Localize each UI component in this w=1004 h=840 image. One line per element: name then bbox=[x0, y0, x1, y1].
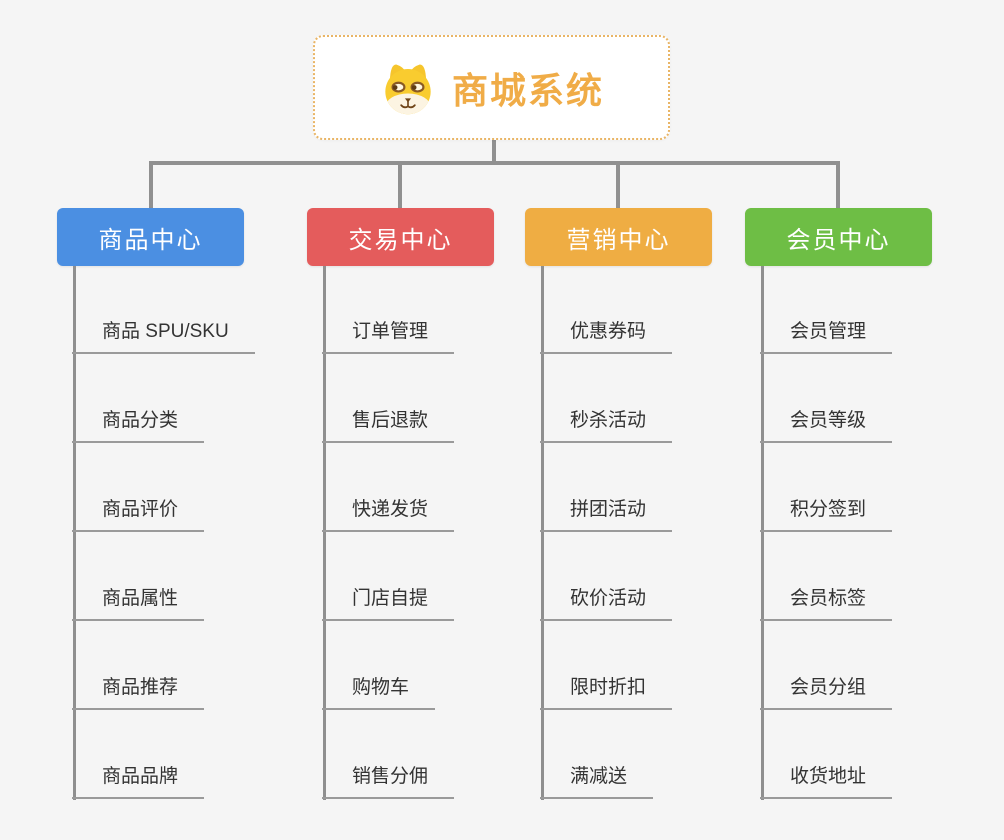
branch-marketing-center: 营销中心 优惠券码 秒杀活动 拼团活动 砍价活动 限时折扣 满减送 bbox=[525, 208, 785, 808]
branch-node-member-center[interactable]: 会员中心 bbox=[745, 208, 932, 266]
doge-face-icon bbox=[385, 63, 431, 114]
branch-spine-line bbox=[72, 266, 76, 800]
branch-node-marketing-center[interactable]: 营销中心 bbox=[525, 208, 712, 266]
branch-spine-line bbox=[760, 266, 764, 800]
sub-topic[interactable]: 会员分组 bbox=[760, 674, 893, 710]
branch-product-center: 商品中心 商品 SPU/SKU 商品分类 商品评价 商品属性 商品推荐 商品品牌 bbox=[57, 208, 317, 808]
sub-topic[interactable]: 售后退款 bbox=[322, 407, 455, 443]
branch-rail-line bbox=[149, 161, 840, 208]
sub-topic[interactable]: 优惠券码 bbox=[540, 318, 673, 354]
sub-topic[interactable]: 订单管理 bbox=[322, 318, 455, 354]
sub-topic[interactable]: 限时折扣 bbox=[540, 674, 673, 710]
sub-topic[interactable]: 商品分类 bbox=[72, 407, 205, 443]
sub-topic[interactable]: 商品评价 bbox=[72, 496, 205, 532]
sub-topic[interactable]: 门店自提 bbox=[322, 585, 455, 621]
root-node[interactable]: 商城系统 bbox=[313, 35, 670, 140]
sub-topic[interactable]: 商品属性 bbox=[72, 585, 205, 621]
sub-topic[interactable]: 会员等级 bbox=[760, 407, 893, 443]
sub-topic[interactable]: 商品品牌 bbox=[72, 763, 205, 799]
sub-topic[interactable]: 积分签到 bbox=[760, 496, 893, 532]
sub-topic[interactable]: 拼团活动 bbox=[540, 496, 673, 532]
sub-topic[interactable]: 商品推荐 bbox=[72, 674, 205, 710]
sub-topic[interactable]: 秒杀活动 bbox=[540, 407, 673, 443]
branch-node-trade-center[interactable]: 交易中心 bbox=[307, 208, 494, 266]
sub-topic[interactable]: 销售分佣 bbox=[322, 763, 455, 799]
sub-topic[interactable]: 购物车 bbox=[322, 674, 436, 710]
branch-node-product-center[interactable]: 商品中心 bbox=[57, 208, 244, 266]
sub-topic[interactable]: 满减送 bbox=[540, 763, 654, 799]
sub-topic[interactable]: 商品 SPU/SKU bbox=[72, 318, 255, 354]
sub-topic[interactable]: 收货地址 bbox=[760, 763, 893, 799]
branch-trade-center: 交易中心 订单管理 售后退款 快递发货 门店自提 购物车 销售分佣 bbox=[307, 208, 567, 808]
sub-topic[interactable]: 快递发货 bbox=[322, 496, 455, 532]
branch-spine-line bbox=[540, 266, 544, 800]
sub-topic[interactable]: 会员管理 bbox=[760, 318, 893, 354]
sub-topic[interactable]: 砍价活动 bbox=[540, 585, 673, 621]
branch-member-center: 会员中心 会员管理 会员等级 积分签到 会员标签 会员分组 收货地址 bbox=[745, 208, 1004, 808]
root-node-title: 商城系统 bbox=[451, 69, 604, 111]
branch-spine-line bbox=[322, 266, 326, 800]
sub-topic[interactable]: 会员标签 bbox=[760, 585, 893, 621]
